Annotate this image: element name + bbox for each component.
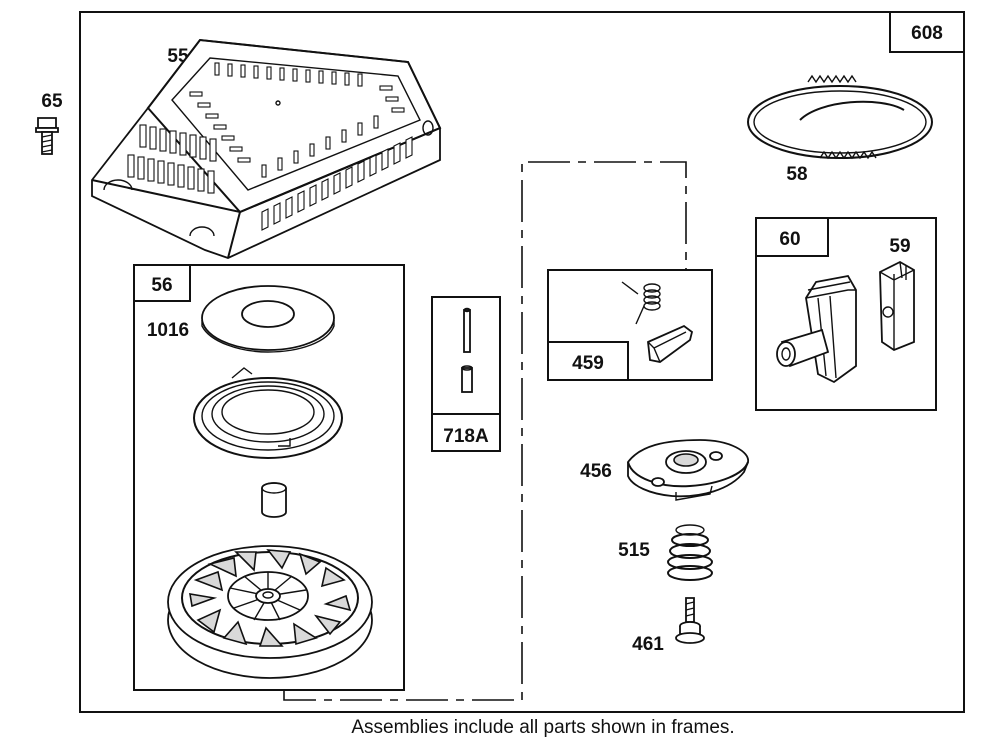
frame-56 [133,264,405,691]
frame-459-label-box [547,341,629,381]
starter-pulley [167,545,373,679]
frame-608 [79,11,965,713]
frame-459 [547,269,713,381]
starter-handle [776,274,857,384]
blower-housing-55: 55 [91,38,442,259]
pins [461,307,473,393]
part-65-label: 65 [41,91,63,112]
frame-718a [431,296,501,452]
handle-insert-59 [879,260,915,352]
bolt-65: 65 [35,91,63,155]
part-58-label: 58 [786,164,807,185]
pawl [647,324,694,363]
part-461-label: 461 [632,634,664,655]
frame-56-label: 56 [151,275,172,296]
spring-515 [667,524,713,581]
part-59-label: 59 [889,236,910,257]
washer-1016 [201,285,335,353]
pawl-spring [621,281,661,325]
frame-608-label-box [889,11,965,53]
part-1016-label: 1016 [147,320,189,341]
connector-lines [283,161,687,701]
frame-60 [755,217,937,411]
screw-461 [675,597,705,644]
frame-56-label-box [133,264,191,302]
diagram-caption: Assemblies include all parts shown in fr… [351,717,734,738]
frame-718a-label: 718A [443,426,489,447]
part-515-label: 515 [618,540,650,561]
part-456-label: 456 [580,461,612,482]
retainer-456 [627,439,749,501]
starter-rope-58: 58 [747,74,933,185]
frame-459-label: 459 [572,353,604,374]
frame-608-label: 608 [911,23,943,44]
rewind-spring [193,367,343,459]
pulley-bushing [261,482,287,518]
frame-60-label-box [755,217,829,257]
frame-60-label: 60 [779,229,800,250]
